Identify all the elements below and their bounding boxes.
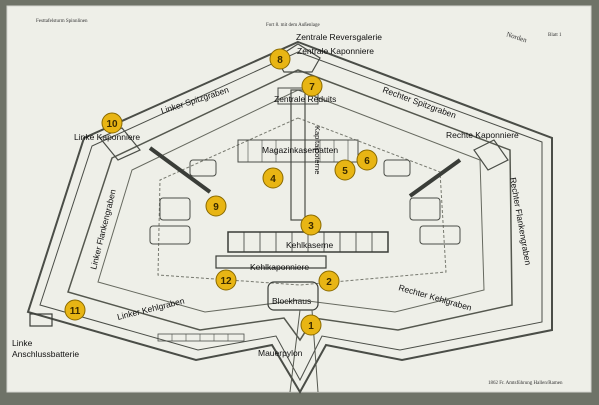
marker-6[interactable]: 6 (356, 149, 378, 171)
marker-12[interactable]: 12 (215, 269, 237, 291)
marker-1-number: 1 (308, 321, 314, 332)
paper-sheet (6, 5, 592, 393)
sheet-header-center: Fort 8. mit dem Außenlage (266, 23, 321, 28)
marker-5[interactable]: 5 (334, 159, 356, 181)
label-kapitalpoterne: Kapitalpoterne (313, 126, 322, 174)
marker-10-number: 10 (106, 119, 118, 130)
rampart-outline (67, 69, 513, 342)
kehlkaserne-dividers (243, 232, 373, 252)
marker-3-number: 3 (308, 221, 314, 232)
label-mauerpylon: Mauerpylon (258, 348, 303, 358)
gun-emplacement-left (159, 197, 191, 221)
sheet-header-left: Festtafelsturm Spinnlinen (36, 19, 88, 24)
marker-12-number: 12 (220, 276, 232, 287)
marker-6-number: 6 (364, 156, 370, 167)
kapitalpoterne-corridor (290, 89, 306, 221)
marker-7-number: 7 (309, 82, 315, 93)
label-magazinkasematten: Magazinkasematten (262, 145, 338, 155)
marker-4[interactable]: 4 (262, 167, 284, 189)
marker-2[interactable]: 2 (318, 270, 340, 292)
marker-5-number: 5 (342, 166, 348, 177)
gun-emplacement-right (409, 197, 441, 221)
label-kehlkaponniere: Kehlkaponniere (250, 262, 309, 272)
reduit-block (277, 87, 319, 105)
marker-10[interactable]: 10 (101, 112, 123, 134)
label-anschlussbatterie: Anschlussbatterie (12, 349, 79, 359)
scale-bar (157, 333, 245, 342)
central-kaponniere (275, 43, 321, 73)
marker-9-number: 9 (213, 202, 219, 213)
inner-rampart-outline (97, 89, 485, 313)
label-blockhaus: Blockhaus (272, 296, 311, 306)
blockhaus-building (267, 281, 319, 311)
label-linke: Linke (12, 338, 33, 348)
outer-moat-line (39, 51, 543, 382)
marker-9[interactable]: 9 (205, 195, 227, 217)
marker-11-number: 11 (70, 306, 81, 317)
marker-2-number: 2 (326, 277, 332, 288)
magazine-casemates (237, 139, 359, 163)
marker-7[interactable]: 7 (301, 75, 323, 97)
label-rechte-kaponniere: Rechte Kaponniere (446, 130, 519, 140)
label-kehlkaserne: Kehlkaserne (286, 240, 334, 250)
sheet-header-right: Blatt 1 (548, 33, 562, 38)
anschlussbatterie-building (29, 313, 53, 327)
marker-8-number: 8 (277, 55, 283, 66)
label-linke-kaponniere: Linke Kaponniere (74, 132, 140, 142)
marker-1[interactable]: 1 (300, 314, 322, 336)
sheet-footer-right: 1862 Fr. Amtsführung Hallen/Ramen (488, 381, 563, 386)
scale-bar-ticks (171, 334, 229, 341)
outer-glacis-outline (26, 40, 553, 395)
right-gallery-corridor (408, 158, 462, 198)
gun-emplacement-right-2 (419, 225, 461, 245)
marker-11[interactable]: 11 (64, 299, 86, 321)
label-zentrale-kaponniere: Zentrale Kaponniere (297, 46, 374, 56)
marker-8[interactable]: 8 (269, 48, 291, 70)
traverse-left (189, 159, 217, 177)
label-zentrale-reversgalerie: Zentrale Reversgalerie (296, 32, 382, 42)
marker-4-number: 4 (270, 174, 276, 185)
right-kaponniere (473, 139, 509, 171)
marker-3[interactable]: 3 (300, 214, 322, 236)
gun-emplacement-left-2 (149, 225, 191, 245)
label-zentrale-reduits: Zentrale Reduits (274, 94, 336, 104)
left-gallery-corridor (148, 146, 212, 194)
traverse-right (383, 159, 411, 177)
kehlkaponniere-building (215, 255, 327, 269)
casemate-dividers (247, 140, 349, 162)
